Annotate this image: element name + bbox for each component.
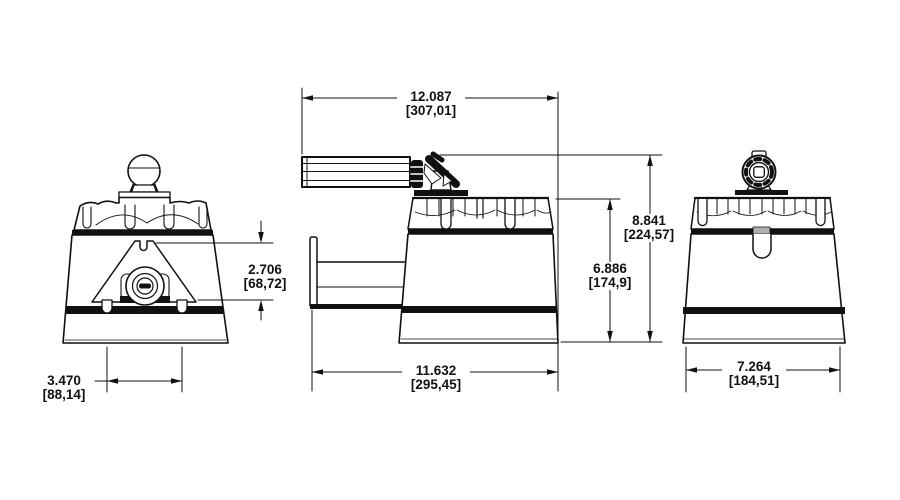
side-view — [301, 151, 559, 344]
dim-bracket-offset-inches: 2.706 — [248, 262, 282, 277]
fin-crown-end — [690, 196, 835, 230]
dim-overall-length-inches: 12.087 — [410, 89, 452, 104]
mount-slot-right — [176, 299, 188, 314]
dim-bracket-offset-mm: [68,72] — [243, 276, 287, 291]
dim-mounting-depth-mm: [295,45] — [410, 377, 462, 392]
mount-slot-left — [101, 299, 113, 314]
dim-cabinet-height-inches: 6.886 — [593, 261, 627, 276]
dim-overall-width-inches: 7.264 — [737, 359, 771, 374]
fin-crown-front — [73, 196, 212, 231]
dim-overall-height-label: 8.841 [224,57] — [613, 214, 685, 242]
dim-cabinet-height-label: 6.886 [174,9] — [577, 262, 643, 290]
front-view — [62, 154, 229, 344]
elbow-fitting — [410, 151, 468, 196]
dim-hole-spacing-label: 3.470 [88,14] — [34, 374, 94, 402]
dim-bracket-offset-label: 2.706 [68,72] — [232, 263, 298, 291]
dim-mounting-depth-label: 11.632 [295,45] — [402, 364, 470, 392]
dim-mounting-depth-inches: 11.632 — [415, 363, 457, 378]
fin-crown-side — [407, 196, 554, 230]
dim-overall-length-mm: [307,01] — [405, 103, 457, 118]
dim-overall-width-mm: [184,51] — [728, 373, 780, 388]
dim-overall-length-label: 12.087 [307,01] — [397, 90, 465, 118]
dim-overall-width-label: 7.264 [184,51] — [722, 360, 786, 388]
wall-bracket — [309, 236, 408, 309]
hanging-tab — [752, 233, 772, 259]
end-view — [682, 150, 846, 344]
dim-hole-spacing-inches: 3.470 — [47, 373, 81, 388]
ring-fitting — [735, 150, 788, 195]
horn-projector — [301, 156, 411, 188]
ball-knob — [118, 154, 171, 199]
mounting-plate — [91, 240, 197, 306]
dim-hole-spacing-mm: [88,14] — [42, 387, 86, 402]
latch-notch — [752, 226, 771, 235]
dim-overall-height-inches: 8.841 — [632, 213, 666, 228]
dim-cabinet-height-mm: [174,9] — [588, 275, 632, 290]
center-hub — [125, 266, 165, 306]
dim-overall-height-mm: [224,57] — [623, 227, 675, 242]
